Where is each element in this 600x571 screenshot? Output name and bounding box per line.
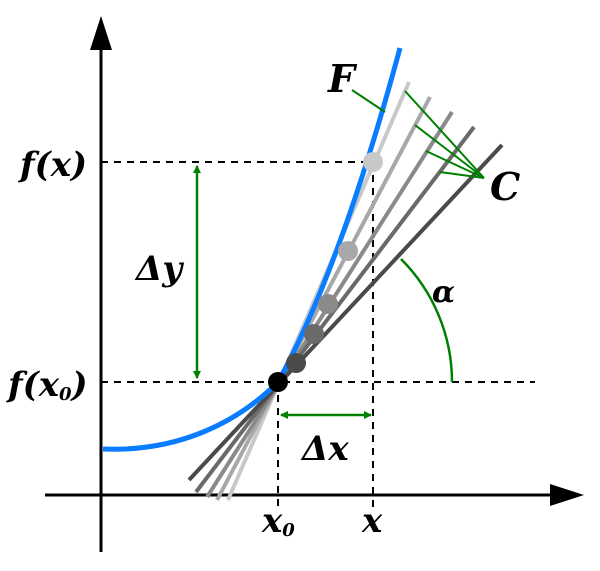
C-pointers	[404, 90, 485, 179]
point-1	[286, 353, 306, 373]
secant-line-1	[187, 143, 504, 482]
label-F: F	[327, 56, 358, 101]
y-axis-arrow	[90, 16, 112, 50]
label-fx: f(x)	[18, 145, 87, 185]
label-C: C	[490, 164, 520, 209]
label-x0: x0	[261, 501, 295, 541]
point-5	[363, 152, 383, 172]
point-4	[338, 241, 358, 261]
label-delta-x: Δx	[300, 429, 349, 469]
label-alpha: α	[432, 275, 455, 310]
x-axis-arrow	[550, 484, 584, 506]
label-x: x	[361, 501, 383, 541]
label-delta-y: Δy	[134, 249, 184, 289]
label-fx0: f(x0)	[6, 365, 88, 405]
point-2	[304, 324, 324, 344]
point-x0	[268, 372, 288, 392]
F-pointer	[351, 89, 386, 113]
point-3	[318, 294, 338, 314]
alpha-arc	[400, 258, 454, 383]
